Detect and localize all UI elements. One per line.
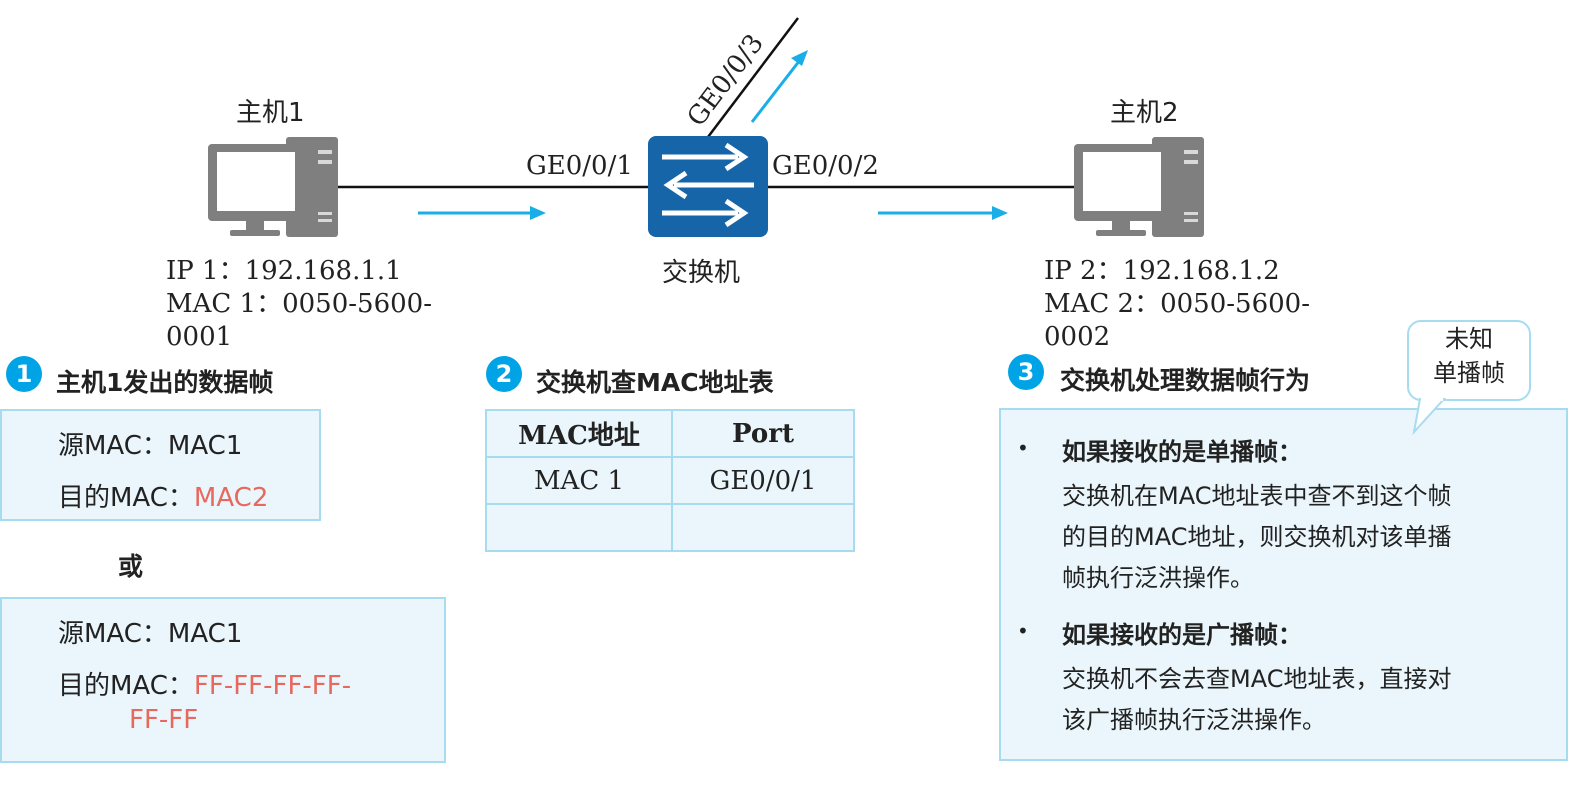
table-cell-port: GE0/0/1	[671, 456, 855, 505]
network-topology: GE0/0/1 GE0/0/2 GE0/0/3	[208, 17, 1204, 237]
behavior-panel: • 如果接收的是单播帧： 交换机在MAC地址表中查不到这个帧 的目的MAC地址，…	[999, 408, 1568, 761]
host1-mac-line2: 0001	[166, 322, 233, 352]
frame1-src: 源MAC：MAC1	[58, 431, 243, 461]
host2-label: 主机2	[1110, 98, 1179, 128]
broadcast-line: 该广播帧执行泛洪操作。	[1062, 706, 1326, 734]
callout-pointer	[1412, 397, 1447, 436]
flow-arrow-host1-to-switch	[418, 206, 546, 220]
unicast-line: 交换机在MAC地址表中查不到这个帧	[1062, 482, 1452, 510]
frame2-dst-value-line2: FF-FF	[129, 705, 199, 735]
unknown-unicast-callout: 未知 单播帧	[1407, 320, 1531, 401]
host2-info: IP 2：192.168.1.2 MAC 2：0050-5600- 0002	[1044, 255, 1310, 354]
table-row: MAC 1 GE0/0/1	[485, 456, 855, 505]
frame2-dst: 目的MAC：FF-FF-FF-FF-	[58, 665, 351, 702]
host2-ip: IP 2：192.168.1.2	[1044, 256, 1280, 286]
bullet-icon: •	[1017, 619, 1029, 643]
callout-line1: 未知	[1445, 325, 1493, 353]
host1-info: IP 1：192.168.1.1 MAC 1：0050-5600- 0001	[166, 255, 432, 354]
frame2-dst-value-line1: FF-FF-FF-FF-	[193, 671, 352, 701]
table-header-row: MAC地址 Port	[485, 409, 855, 458]
table-cell-mac: MAC 1	[485, 456, 673, 505]
flow-arrow-switch-to-host2	[878, 206, 1008, 220]
table-row	[485, 503, 855, 552]
frame1-dst-label: 目的MAC：	[58, 483, 194, 513]
host1-label: 主机1	[236, 98, 305, 128]
frame2-dst-label: 目的MAC：	[58, 671, 194, 701]
frame2-src: 源MAC：MAC1	[58, 619, 243, 649]
broadcast-description: 交换机不会去查MAC地址表，直接对 该广播帧执行泛洪操作。	[1062, 659, 1451, 741]
switch-label: 交换机	[662, 258, 741, 288]
bullet-icon: •	[1017, 436, 1029, 460]
frame1-dst: 目的MAC：MAC2	[58, 477, 268, 514]
unicast-heading: 如果接收的是单播帧：	[1062, 438, 1302, 466]
switch-icon	[648, 136, 768, 237]
step-2-title: 交换机查MAC地址表	[536, 368, 774, 397]
computer-icon	[1074, 137, 1204, 237]
host1-mac-line1: MAC 1：0050-5600-	[166, 289, 433, 319]
frame-panel-unicast: 源MAC：MAC1 目的MAC：MAC2	[0, 409, 321, 521]
port-label-ge002: GE0/0/2	[772, 151, 879, 181]
unicast-line: 的目的MAC地址，则交换机对该单播	[1062, 523, 1452, 551]
table-cell-port	[671, 503, 855, 552]
frame-panel-broadcast: 源MAC：MAC1 目的MAC：FF-FF-FF-FF- FF-FF	[0, 597, 446, 763]
port-label-ge001: GE0/0/1	[526, 151, 633, 181]
table-cell-mac	[485, 503, 673, 552]
table-header-mac: MAC地址	[485, 409, 673, 458]
unicast-line: 帧执行泛洪操作。	[1062, 564, 1254, 592]
unicast-description: 交换机在MAC地址表中查不到这个帧 的目的MAC地址，则交换机对该单播 帧执行泛…	[1062, 476, 1451, 599]
flow-arrow-switch-to-ge003	[750, 50, 808, 123]
step-2-badge: 2	[486, 356, 522, 392]
host1-ip: IP 1：192.168.1.1	[166, 256, 402, 286]
step-3-badge: 3	[1008, 354, 1044, 390]
table-header-port: Port	[671, 409, 855, 458]
host2-mac-line2: 0002	[1044, 322, 1111, 352]
or-label: 或	[118, 552, 144, 581]
broadcast-line: 交换机不会去查MAC地址表，直接对	[1062, 665, 1452, 693]
host2-mac-line1: MAC 2：0050-5600-	[1044, 289, 1311, 319]
step-1-badge: 1	[6, 356, 42, 392]
step-1-title: 主机1发出的数据帧	[56, 368, 274, 397]
frame1-dst-value: MAC2	[193, 483, 269, 513]
mac-address-table: MAC地址 Port MAC 1 GE0/0/1	[485, 409, 855, 552]
step-3-title: 交换机处理数据帧行为	[1060, 366, 1311, 395]
broadcast-heading: 如果接收的是广播帧：	[1062, 621, 1302, 649]
computer-icon	[208, 137, 338, 237]
callout-line2: 单播帧	[1433, 359, 1505, 387]
link-switch-ge003	[707, 17, 799, 138]
